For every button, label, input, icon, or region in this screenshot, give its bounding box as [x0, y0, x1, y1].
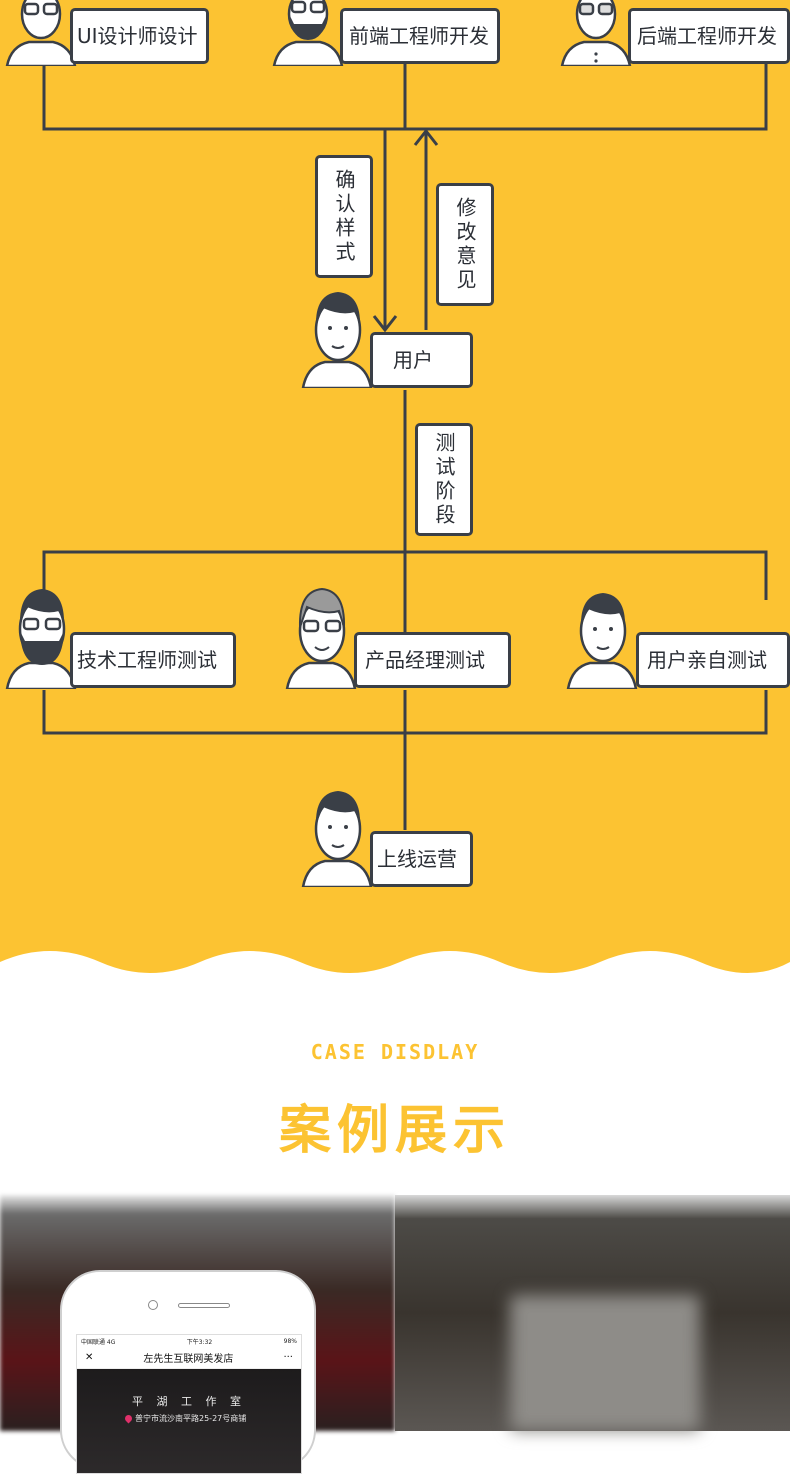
phone-speaker-icon: [178, 1303, 230, 1308]
end-user-avatar: [566, 587, 638, 693]
frontend-avatar: [272, 0, 344, 70]
step-frontend-dev: 前端工程师开发: [340, 8, 500, 64]
user-avatar: [301, 286, 373, 392]
user-box: 用户: [370, 332, 473, 388]
confirm-style-label: 确认样式: [332, 168, 356, 265]
clock-text: 下午3:32: [186, 1338, 213, 1346]
step-pm-test-label: 产品经理测试: [365, 648, 485, 672]
designer-avatar: [5, 0, 77, 70]
test-stage-label: 测试阶段: [432, 431, 456, 528]
close-icon[interactable]: ✕: [85, 1352, 94, 1363]
app-nav-bar: ✕ 左先生互联网美发店 ···: [77, 1347, 301, 1369]
battery-text: 98%: [283, 1337, 297, 1345]
step-ui-design-label: UI设计师设计: [77, 24, 198, 48]
tech-engineer-avatar: [5, 587, 77, 693]
launch-avatar: [301, 785, 373, 891]
user-label: 用户: [393, 348, 433, 372]
status-bar: 中国联通 4G 下午3:32 98%: [77, 1335, 301, 1347]
step-backend-dev: 后端工程师开发: [628, 8, 790, 64]
case-display-title: 案例展示: [278, 1101, 511, 1161]
step-launch: 上线运营: [370, 831, 473, 887]
phone-screen: 中国联通 4G 下午3:32 98% ✕ 左先生互联网美发店 ··· 平 湖 工…: [76, 1334, 302, 1474]
shop-name: 平 湖 工 作 室: [132, 1395, 246, 1408]
location-pin-icon: [123, 1413, 134, 1424]
step-backend-dev-label: 后端工程师开发: [637, 24, 777, 48]
step-pm-test: 产品经理测试: [354, 632, 511, 688]
step-user-test: 用户亲自测试: [636, 632, 790, 688]
shop-address: 普宁市流沙南平路25-27号商铺: [123, 1413, 247, 1424]
backend-avatar: [560, 0, 632, 70]
blurred-qr-code: [510, 1295, 700, 1431]
revise-opinion-label: 修改意见: [453, 196, 477, 293]
app-page-title: 左先生互联网美发店: [143, 1354, 234, 1365]
test-stage-box: 测试阶段: [415, 423, 473, 536]
flow-connector-lines: [0, 60, 790, 985]
confirm-style-box: 确认样式: [315, 155, 373, 278]
step-launch-label: 上线运营: [377, 847, 457, 871]
shop-address-text: 普宁市流沙南平路25-27号商铺: [135, 1414, 247, 1423]
product-manager-avatar: [285, 587, 357, 693]
step-tech-test-label: 技术工程师测试: [77, 648, 217, 672]
revise-opinion-box: 修改意见: [436, 183, 494, 306]
workflow-section: UI设计师设计 前端工程师开发 后端工程师开发 确认样式 修改意见 用户 测试阶…: [0, 0, 790, 985]
phone-camera-icon: [148, 1300, 158, 1310]
step-user-test-label: 用户亲自测试: [647, 648, 767, 672]
step-tech-test: 技术工程师测试: [70, 632, 236, 688]
carrier-text: 中国联通 4G: [81, 1338, 116, 1346]
case-display-subtitle: CASE DISDLAY: [310, 1040, 480, 1064]
phone-mockup: 中国联通 4G 下午3:32 98% ✕ 左先生互联网美发店 ··· 平 湖 工…: [60, 1270, 316, 1474]
step-ui-design: UI设计师设计: [70, 8, 209, 64]
step-frontend-dev-label: 前端工程师开发: [349, 24, 489, 48]
more-icon[interactable]: ···: [283, 1352, 293, 1363]
